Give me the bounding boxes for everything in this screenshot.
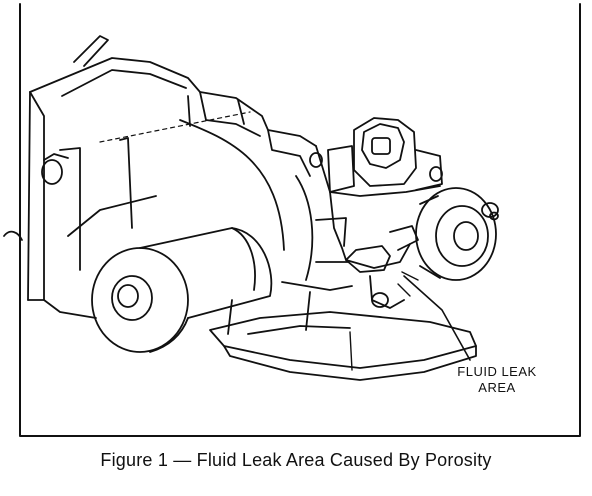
output-flange — [415, 187, 499, 281]
figure-caption: Figure 1 — Fluid Leak Area Caused By Por… — [100, 450, 492, 470]
dipstick-tube — [73, 35, 109, 67]
speedometer-housing — [309, 117, 443, 193]
transmission-case — [27, 57, 317, 319]
oil-pan — [209, 291, 477, 381]
border-frame — [19, 3, 581, 437]
callout-line-2: AREA — [478, 380, 516, 395]
fluid-leak-callout: FLUID LEAK AREA — [432, 364, 562, 396]
front-cylinder — [91, 227, 273, 353]
leak-leader-line — [397, 271, 471, 361]
callout-line-1: FLUID LEAK — [457, 364, 537, 379]
wire-fragment — [3, 230, 23, 241]
extension-housing — [281, 145, 441, 309]
